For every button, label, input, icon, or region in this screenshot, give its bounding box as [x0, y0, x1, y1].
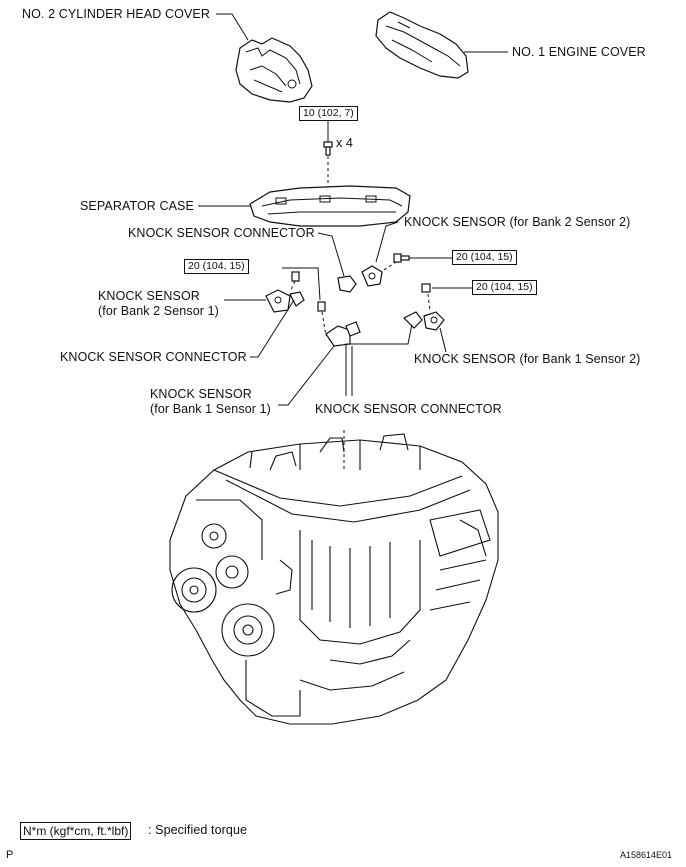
label-no1-engine-cover: NO. 1 ENGINE COVER	[512, 45, 646, 59]
bolt-bank1-s1	[317, 301, 326, 312]
label-no2-cylinder-head-cover: NO. 2 CYLINDER HEAD COVER	[22, 7, 210, 21]
label-knock-bank2-s1-line1: KNOCK SENSOR	[98, 289, 200, 303]
knock-sensor-bank2-s1-part	[265, 289, 305, 313]
label-knock-bank1-s1-line2: (for Bank 1 Sensor 1)	[150, 402, 271, 416]
label-knock-bank1-s1-line1: KNOCK SENSOR	[150, 387, 252, 401]
label-knock-connector-bottom: KNOCK SENSOR CONNECTOR	[315, 402, 502, 416]
knock-sensor-bank1-s1-part	[325, 321, 361, 347]
leader-no2-cover	[216, 13, 249, 41]
label-knock-connector-top: KNOCK SENSOR CONNECTOR	[128, 226, 315, 240]
label-knock-bank2-s1-line2: (for Bank 2 Sensor 1)	[98, 304, 219, 318]
bolt-axis-bank2-s2	[383, 261, 397, 271]
leader-connector-top	[317, 232, 345, 277]
engine-assembly-part	[169, 433, 499, 725]
leader-bank1-s2	[439, 327, 447, 353]
label-separator-case: SEPARATOR CASE	[80, 199, 194, 213]
legend-description: : Specified torque	[148, 823, 248, 837]
bolt-bank2-s2	[393, 253, 410, 263]
bolt-axis-bank1-s2	[427, 293, 431, 313]
leader-connector-bottom-a	[345, 323, 413, 396]
label-knock-connector-left: KNOCK SENSOR CONNECTOR	[60, 350, 247, 364]
leader-torque-bank2-s1	[282, 267, 321, 301]
knock-sensor-bank2-s2-part	[361, 265, 383, 287]
torque-box-bank2-s2: 20 (104, 15)	[452, 250, 517, 265]
bolt-bank1-s2	[421, 283, 431, 293]
leader-connector-left	[250, 299, 295, 358]
leader-bank2-s2	[375, 221, 399, 263]
no2-cylinder-head-cover-part	[235, 37, 313, 103]
separator-case-part	[249, 185, 411, 227]
label-knock-bank1-s2: KNOCK SENSOR (for Bank 1 Sensor 2)	[414, 352, 641, 366]
page-mark: P	[6, 849, 14, 861]
separator-bolt	[323, 141, 333, 156]
leader-bank1-s1	[278, 345, 335, 406]
torque-box-separator: 10 (102, 7)	[299, 106, 358, 121]
bolt-bank2-s1	[291, 271, 300, 282]
knock-sensor-bank1-s2-part	[402, 311, 445, 331]
torque-box-bank1-s2: 20 (104, 15)	[472, 280, 537, 295]
no1-engine-cover-part	[375, 11, 469, 79]
label-bolt-count: x 4	[336, 136, 353, 150]
legend-unit-box: N*m (kgf*cm, ft.*lbf)	[20, 822, 132, 840]
knock-sensor-connector-top-part	[337, 275, 357, 293]
bolt-axis-bank2-s1	[289, 280, 296, 293]
label-knock-bank2-s2: KNOCK SENSOR (for Bank 2 Sensor 2)	[404, 215, 631, 229]
figure-id: A158614E01	[620, 850, 673, 860]
torque-box-bank2-s1: 20 (104, 15)	[184, 259, 249, 274]
bolt-axis-bank1-s1	[321, 311, 327, 337]
